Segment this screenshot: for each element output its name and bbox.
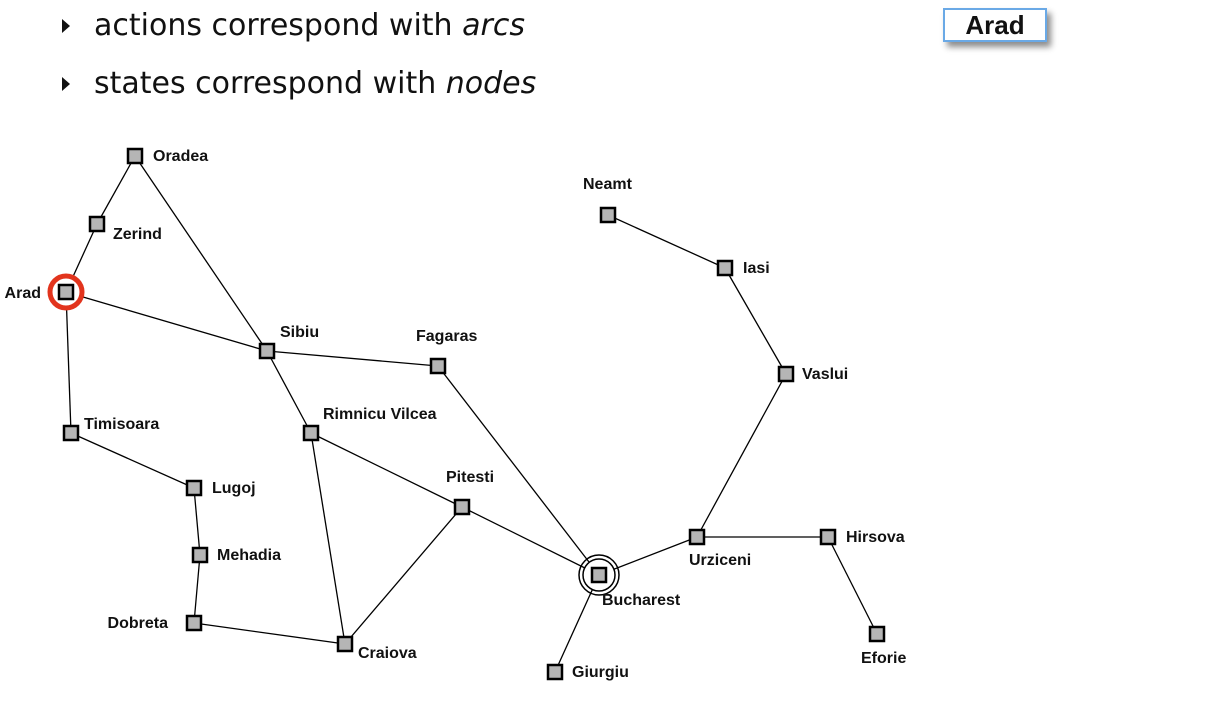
edge-vaslui-iasi (724, 267, 787, 375)
node-zerind: Zerind (88, 215, 162, 243)
node-label: Lugoj (212, 480, 256, 497)
node-square (546, 663, 564, 681)
node-label: Sibiu (280, 324, 319, 341)
node-square (777, 365, 795, 383)
bullet-text: states correspond with nodes (94, 66, 537, 101)
node-square (302, 424, 320, 442)
node-square (590, 566, 608, 584)
node-square (599, 206, 617, 224)
node-label: Oradea (153, 148, 208, 165)
node-sibiu: Sibiu (258, 324, 319, 360)
bullet-states-nodes: states correspond with nodes (62, 66, 536, 101)
node-eforie: Eforie (861, 625, 906, 667)
node-square (88, 215, 106, 233)
node-label: Mehadia (217, 547, 281, 564)
edge-mehadia-dobreta (193, 554, 201, 624)
goal-outer-ring (578, 554, 620, 596)
edge-bucharest-giurgiu (554, 574, 600, 673)
node-square (688, 528, 706, 546)
node-lugoj: Lugoj (185, 479, 256, 497)
node-square (126, 147, 144, 165)
edge-sibiu-rimnicuvilcea (266, 350, 312, 434)
node-label: Zerind (113, 226, 162, 243)
edge-hirsova-eforie (827, 536, 878, 635)
edges-layer (65, 155, 878, 673)
edge-craiova-pitesti (344, 506, 463, 645)
node-label: Fagaras (416, 328, 477, 345)
bullet-triangle-icon (62, 18, 70, 33)
node-rimnicuvilcea: Rimnicu Vilcea (302, 406, 437, 442)
edge-oradea-zerind (96, 155, 136, 225)
node-square (185, 614, 203, 632)
bullet-text: actions correspond with arcs (94, 8, 525, 43)
node-bucharest: Bucharest (578, 554, 681, 609)
node-label: Rimnicu Vilcea (323, 406, 437, 423)
edge-arad-timisoara (65, 291, 72, 434)
node-square (62, 424, 80, 442)
edge-dobreta-craiova (193, 622, 346, 645)
edge-urziceni-vaslui (696, 373, 787, 538)
edge-rimnicuvilcea-craiova (310, 432, 346, 645)
node-square (336, 635, 354, 653)
node-giurgiu: Giurgiu (546, 663, 629, 681)
node-label: Timisoara (84, 416, 159, 433)
node-square (453, 498, 471, 516)
node-square (868, 625, 886, 643)
node-square (258, 342, 276, 360)
node-label: Eforie (861, 650, 906, 667)
node-vaslui: Vaslui (777, 365, 848, 383)
node-label: Urziceni (689, 552, 751, 569)
edge-rimnicuvilcea-pitesti (310, 432, 463, 508)
node-label: Iasi (743, 260, 770, 277)
node-label: Craiova (358, 645, 417, 662)
current-state-box: Arad (943, 8, 1047, 42)
node-fagaras: Fagaras (416, 328, 477, 375)
node-square (819, 528, 837, 546)
node-dobreta: Dobreta (108, 614, 203, 632)
node-label: Bucharest (602, 592, 681, 609)
edge-lugoj-mehadia (193, 487, 201, 556)
edge-bucharest-urziceni (598, 536, 698, 576)
node-urziceni: Urziceni (688, 528, 751, 569)
edge-pitesti-bucharest (461, 506, 600, 576)
node-label: Arad (5, 285, 41, 302)
node-label: Neamt (583, 176, 633, 193)
node-label: Hirsova (846, 529, 905, 546)
node-hirsova: Hirsova (819, 528, 905, 546)
edge-iasi-neamt (607, 214, 726, 269)
edge-fagaras-bucharest (437, 365, 600, 576)
node-timisoara: Timisoara (62, 416, 159, 442)
edge-sibiu-fagaras (266, 350, 439, 367)
node-square (191, 546, 209, 564)
node-mehadia: Mehadia (191, 546, 281, 564)
node-square (57, 283, 75, 301)
edge-oradea-sibiu (134, 155, 268, 352)
node-craiova: Craiova (336, 635, 417, 662)
node-neamt: Neamt (583, 176, 633, 224)
bullet-triangle-icon (62, 76, 70, 91)
node-label: Giurgiu (572, 664, 629, 681)
edge-arad-sibiu (65, 291, 268, 352)
edge-timisoara-lugoj (70, 432, 195, 489)
node-square (716, 259, 734, 277)
node-oradea: Oradea (126, 147, 208, 165)
node-arad: Arad (5, 273, 85, 311)
node-pitesti: Pitesti (446, 469, 494, 516)
bullet-actions-arcs: actions correspond with arcs (62, 8, 525, 43)
node-square (185, 479, 203, 497)
node-label: Dobreta (108, 615, 169, 632)
node-iasi: Iasi (716, 259, 770, 277)
node-square (429, 357, 447, 375)
node-label: Pitesti (446, 469, 494, 486)
node-label: Vaslui (802, 366, 848, 383)
